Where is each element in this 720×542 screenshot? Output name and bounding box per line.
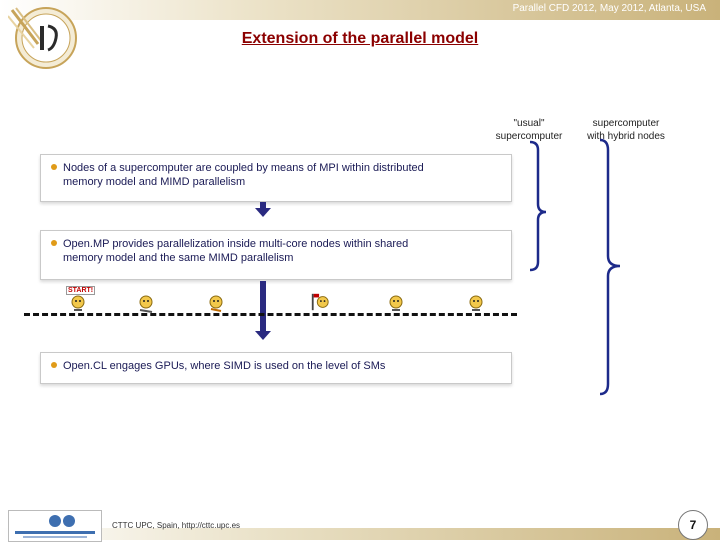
slide-title: Extension of the parallel model xyxy=(241,30,479,47)
column-label-hybrid: supercomputer with hybrid nodes xyxy=(578,117,674,143)
runner-icon xyxy=(389,295,403,311)
runner-icon xyxy=(209,295,223,312)
column-label-hybrid-line1: supercomputer xyxy=(592,118,660,129)
bullet-panel-openmp: Open.MP provides parallelization inside … xyxy=(40,230,512,280)
arrow-shaft-2 xyxy=(260,281,266,333)
runner-icon xyxy=(139,295,153,313)
cttc-logo xyxy=(8,510,102,542)
bullet-panel-opencl: Open.CL engages GPUs, where SIMD is used… xyxy=(40,352,512,384)
page-number: 7 xyxy=(678,510,708,540)
arrow-down-icon xyxy=(255,208,271,217)
bullet-dot-icon xyxy=(51,164,57,170)
bullet-mpi: Nodes of a supercomputer are coupled by … xyxy=(51,161,503,189)
column-label-hybrid-line2: with hybrid nodes xyxy=(587,131,665,142)
bullet-mpi-line1: Nodes of a supercomputer are coupled by … xyxy=(63,162,424,174)
dashed-separator xyxy=(24,313,517,316)
arrow-down-icon xyxy=(255,331,271,340)
footer-url: CTTC UPC, Spain, http://cttc.upc.es xyxy=(112,521,241,530)
footer-band xyxy=(0,528,720,540)
bullet-panel-mpi: Nodes of a supercomputer are coupled by … xyxy=(40,154,512,202)
header-conference: Parallel CFD 2012, May 2012, Atlanta, US… xyxy=(512,3,706,14)
column-label-usual-line1: "usual" xyxy=(513,118,545,129)
start-sign: START! xyxy=(66,286,96,295)
bullet-opencl-line1: Open.CL engages GPUs, where SIMD is used… xyxy=(63,360,386,372)
arrow-shaft-1 xyxy=(260,202,266,210)
header-band xyxy=(0,0,720,20)
column-label-usual: "usual" supercomputer xyxy=(486,117,572,143)
bullet-openmp: Open.MP provides parallelization inside … xyxy=(51,237,503,265)
runner-icon xyxy=(71,295,85,311)
bullet-openmp-line1: Open.MP provides parallelization inside … xyxy=(63,238,409,250)
brace-hybrid xyxy=(599,138,621,396)
bullet-dot-icon xyxy=(51,362,57,368)
bullet-opencl: Open.CL engages GPUs, where SIMD is used… xyxy=(51,359,503,373)
brace-usual xyxy=(529,140,547,272)
column-label-usual-line2: supercomputer xyxy=(495,131,563,142)
bullet-mpi-line2: memory model and MIMD parallelism xyxy=(63,176,246,188)
bullet-openmp-line2: memory model and the same MIMD paralleli… xyxy=(63,252,294,264)
finish-runner-icon xyxy=(311,293,329,311)
institution-logo xyxy=(8,7,77,69)
runner-icon xyxy=(469,295,483,311)
bullet-dot-icon xyxy=(51,240,57,246)
